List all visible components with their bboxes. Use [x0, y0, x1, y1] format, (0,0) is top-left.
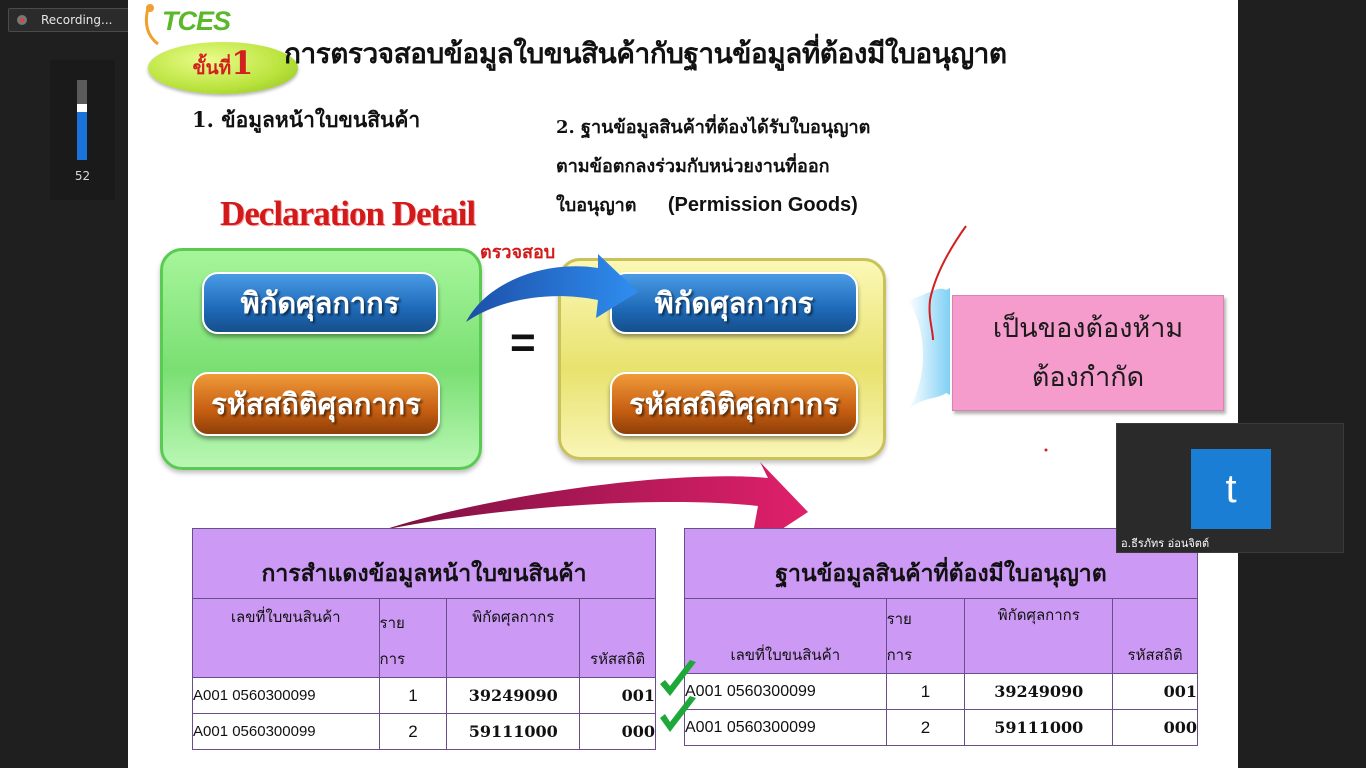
section-2-heading: 2. ฐานข้อมูลสินค้าที่ต้องได้รับใบอนุญาต … [556, 108, 976, 225]
cell-tariff: 39249090 [964, 673, 1114, 710]
database-stat-code-pill: รหัสสถิติศุลกากร [610, 372, 858, 436]
declaration-table-caption: การสำแดงข้อมูลหน้าใบขนสินค้า [192, 528, 656, 599]
cell-stat: 001 [1112, 673, 1198, 710]
section-2-line-3: ใบอนุญาต [556, 195, 637, 216]
step-label-number: 1 [231, 44, 254, 82]
checkmark-icon [660, 696, 696, 732]
check-label: ตรวจสอบ [480, 242, 556, 263]
header-item-line-1: ราย [379, 614, 405, 632]
equals-sign: = [510, 318, 536, 367]
cell-item: 2 [378, 713, 448, 750]
cell-tariff: 59111000 [446, 713, 581, 750]
shared-slide: TCES ขั้นที่1 การตรวจสอบข้อมูลใบขนสินค้า… [128, 0, 1238, 768]
cell-stat: 000 [579, 713, 656, 750]
logo-swoosh-icon [144, 4, 159, 46]
cell-stat: 001 [579, 677, 656, 714]
table-row: A001 0560300099 1 39249090 001 [192, 677, 656, 714]
permission-database-table: ฐานข้อมูลสินค้าที่ต้องมีใบอนุญาต เลขที่ใ… [684, 528, 1198, 746]
cell-tariff: 39249090 [446, 677, 581, 714]
volume-control[interactable]: 52 [50, 60, 115, 200]
slide-arrows [383, 225, 1048, 550]
result-line-2: ต้องกำกัด [1031, 362, 1145, 393]
tces-logo: TCES [140, 2, 250, 46]
cell-item: 1 [885, 673, 966, 710]
section-2-line-2: ตามข้อตกลงร่วมกับหน่วยงานที่ออก [556, 156, 830, 177]
result-box: เป็นของต้องห้าม ต้องกำกัด [952, 295, 1224, 411]
header-item: รายการ [378, 598, 448, 678]
database-tariff-pill: พิกัดศุลกากร [610, 272, 858, 334]
cell-decl-no: A001 0560300099 [192, 677, 380, 714]
declaration-stat-code-pill: รหัสสถิติศุลกากร [192, 372, 440, 436]
cell-tariff: 59111000 [964, 709, 1114, 746]
recording-label: Recording... [41, 13, 113, 27]
table-row: A001 0560300099 2 59111000 000 [684, 709, 1198, 746]
volume-slider[interactable] [77, 80, 87, 160]
permission-table-caption: ฐานข้อมูลสินค้าที่ต้องมีใบอนุญาต [684, 528, 1198, 599]
header-item-line-2: การ [886, 646, 913, 664]
declaration-table: การสำแดงข้อมูลหน้าใบขนสินค้า เลขที่ใบขนส… [192, 528, 656, 750]
declaration-detail-title: Declaration Detail [220, 194, 476, 233]
header-item-line-2: การ [379, 650, 406, 668]
cell-decl-no: A001 0560300099 [684, 673, 887, 710]
header-item-line-1: ราย [886, 610, 912, 628]
recording-indicator[interactable]: Recording... [8, 8, 132, 32]
header-decl-no: เลขที่ใบขนสินค้า [684, 598, 887, 674]
cell-decl-no: A001 0560300099 [684, 709, 887, 746]
annotation-pen-mark [928, 225, 967, 341]
cell-stat: 000 [1112, 709, 1198, 746]
record-icon [17, 15, 27, 25]
cell-decl-no: A001 0560300099 [192, 713, 380, 750]
step-label-prefix: ขั้นที่ [192, 57, 232, 79]
lookup-arrow-icon [383, 462, 808, 550]
section-1-heading: 1. ข้อมูลหน้าใบขนสินค้า [192, 107, 421, 132]
annotation-pen-dot [1044, 448, 1048, 452]
right-sidebar-panel [1238, 0, 1366, 768]
header-decl-no: เลขที่ใบขนสินค้า [192, 598, 380, 678]
cell-item: 1 [378, 677, 448, 714]
checkmarks [660, 660, 696, 732]
logo-text: TCES [162, 6, 231, 36]
volume-value: 52 [74, 169, 91, 183]
permission-goods-label: (Permission Goods) [667, 194, 858, 216]
header-tariff: พิกัดศุลกากร [964, 598, 1114, 674]
participant-name: อ.ธีรภัทร อ่อนจิตต์ [1121, 537, 1210, 550]
cell-item: 2 [885, 709, 966, 746]
checkmark-icon [660, 660, 696, 696]
step-badge [148, 42, 298, 94]
volume-slider-handle[interactable] [77, 104, 87, 112]
header-item: รายการ [885, 598, 966, 674]
section-2-line-1: 2. ฐานข้อมูลสินค้าที่ต้องได้รับใบอนุญาต [556, 117, 871, 138]
header-tariff: พิกัดศุลกากร [446, 598, 581, 678]
header-stat: รหัสสถิติ [579, 598, 656, 678]
check-arrow-icon [466, 254, 638, 322]
declaration-tariff-pill: พิกัดศุลกากร [202, 272, 438, 334]
step-label: ขั้นที่1 [148, 44, 298, 83]
participant-avatar: t [1191, 449, 1271, 529]
table-row: A001 0560300099 2 59111000 000 [192, 713, 656, 750]
volume-slider-fill [77, 112, 87, 160]
result-arrow-icon [908, 288, 950, 410]
participant-video-tile[interactable]: t อ.ธีรภัทร อ่อนจิตต์ [1116, 423, 1344, 553]
slide-title: การตรวจสอบข้อมูลใบขนสินค้ากับฐานข้อมูลที… [284, 37, 1007, 70]
header-stat: รหัสสถิติ [1112, 598, 1198, 674]
result-line-1: เป็นของต้องห้าม [992, 313, 1184, 344]
table-row: A001 0560300099 1 39249090 001 [684, 673, 1198, 710]
